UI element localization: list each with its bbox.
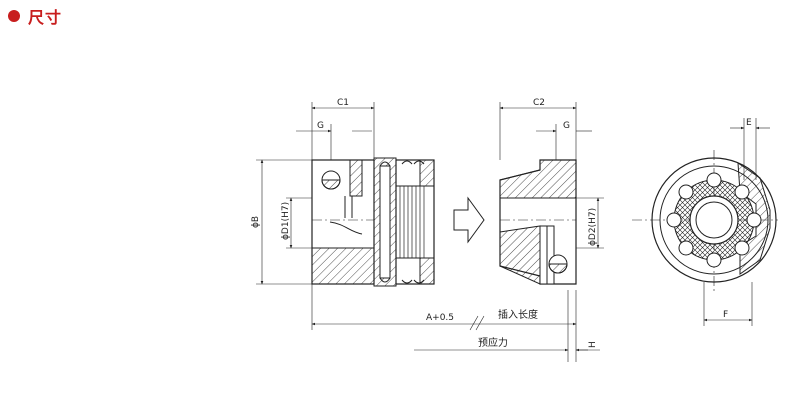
section-title: 尺寸 [28, 8, 63, 27]
label-c2: C2 [533, 98, 545, 108]
left-hub-view [256, 102, 435, 287]
label-c1: C1 [337, 98, 349, 108]
label-insert-length: 插入长度 [498, 308, 538, 321]
bottom-dimensions [311, 284, 600, 362]
transition-arrow [453, 196, 485, 244]
label-preload: 预应力 [478, 336, 508, 349]
end-view [632, 118, 778, 326]
label-phi-d2: ϕD2(H7) [588, 208, 598, 246]
middle-hub-view [499, 102, 604, 285]
label-f: F [723, 310, 728, 320]
label-g-right: G [563, 121, 570, 131]
section-header: 尺寸 [8, 5, 62, 27]
label-phi-b: ϕB [251, 216, 261, 228]
label-h: H [588, 341, 598, 348]
label-a-plus: A+0.5 [426, 313, 454, 323]
label-g-left: G [317, 121, 324, 131]
label-phi-d1: ϕD1(H7) [281, 202, 291, 240]
label-e: E [746, 118, 752, 128]
bullet-icon [8, 10, 20, 22]
